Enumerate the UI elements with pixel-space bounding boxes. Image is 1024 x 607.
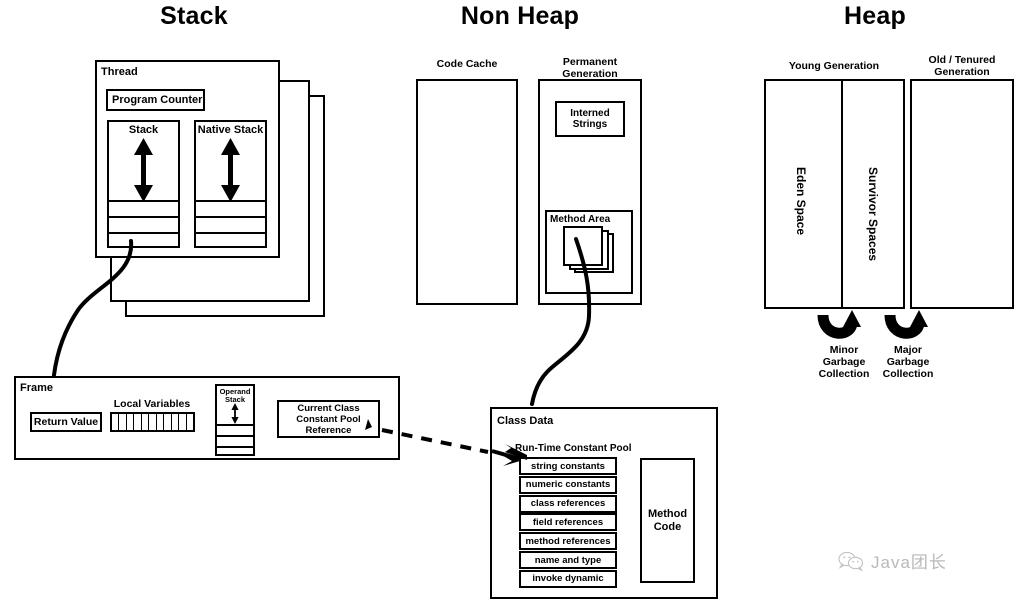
constant-pool-entry[interactable]: invoke dynamic — [519, 570, 617, 588]
section-title-non-heap: Non Heap — [430, 2, 610, 31]
local-variable-slot — [119, 414, 126, 430]
local-variable-slot — [142, 414, 149, 430]
program-counter-label: Program Counter — [112, 94, 202, 106]
local-variable-slot — [164, 414, 171, 430]
operand-stack-label: Operand Stack — [215, 386, 255, 406]
young-generation-caption: Young Generation — [772, 60, 896, 72]
code-cache-box[interactable] — [416, 79, 518, 305]
watermark: Java团长 — [838, 548, 947, 573]
method-area-label: Method Area — [550, 214, 610, 225]
local-variable-slot — [172, 414, 179, 430]
local-variable-slot — [179, 414, 186, 430]
class-data-label: Class Data — [497, 415, 553, 427]
wechat-icon — [838, 551, 864, 571]
frame-label: Frame — [20, 382, 53, 394]
minor-garbage-collection-arrow-icon — [823, 310, 861, 333]
major-garbage-collection-caption: Major Garbage Collection — [867, 344, 949, 380]
method-area-class-front — [563, 226, 603, 266]
interned-strings-label: Interned Strings — [555, 101, 625, 137]
local-variables-label: Local Variables — [108, 398, 196, 411]
local-variable-slot — [134, 414, 141, 430]
watermark-text: Java团长 — [871, 548, 947, 573]
operand-stack-slot-1 — [215, 424, 255, 426]
constant-pool-entry[interactable]: string constants — [519, 457, 617, 475]
local-variable-slot — [112, 414, 119, 430]
eden-survivor-divider — [841, 79, 843, 309]
current-class-constant-pool-reference-label: Current Class Constant Pool Reference — [277, 400, 380, 438]
local-variable-slot — [127, 414, 134, 430]
constant-pool-entry[interactable]: field references — [519, 513, 617, 531]
code-cache-caption: Code Cache — [405, 58, 529, 70]
eden-space-label: Eden Space — [794, 167, 808, 227]
run-time-constant-pool-label: Run-Time Constant Pool — [515, 443, 631, 454]
thread-stack-frame-slot-3 — [107, 232, 180, 234]
section-title-heap: Heap — [785, 2, 965, 31]
native-stack-frame-slot-3 — [194, 232, 267, 234]
constant-pool-entry[interactable]: name and type — [519, 551, 617, 569]
thread-stack-label: Stack — [107, 122, 180, 138]
local-variable-slot — [157, 414, 164, 430]
operand-stack-slot-2 — [215, 435, 255, 437]
operand-stack-slot-3 — [215, 446, 255, 448]
local-variable-slot — [149, 414, 156, 430]
constant-pool-entry[interactable]: class references — [519, 495, 617, 513]
old-generation-box[interactable] — [910, 79, 1014, 309]
young-generation-box[interactable] — [764, 79, 905, 309]
thread-label: Thread — [101, 66, 138, 78]
native-stack-label: Native Stack — [194, 122, 267, 138]
native-stack-frame-slot-1 — [194, 200, 267, 202]
permanent-generation-caption: Permanent Generation — [528, 56, 652, 80]
method-code-label: Method Code — [640, 458, 695, 583]
local-variables-slots — [110, 412, 195, 432]
old-generation-caption: Old / Tenured Generation — [900, 54, 1024, 78]
thread-stack-frame-slot-2 — [107, 216, 180, 218]
thread-stack-frame-slot-1 — [107, 200, 180, 202]
native-stack-box — [194, 120, 267, 248]
local-variable-slot — [187, 414, 193, 430]
major-garbage-collection-arrow-icon — [890, 310, 928, 333]
constant-pool-entry[interactable]: numeric constants — [519, 476, 617, 494]
constant-pool-entry[interactable]: method references — [519, 532, 617, 550]
survivor-spaces-label: Survivor Spaces — [866, 167, 880, 227]
return-value-label: Return Value — [30, 412, 102, 432]
thread-stack-box — [107, 120, 180, 248]
native-stack-frame-slot-2 — [194, 216, 267, 218]
section-title-stack: Stack — [104, 2, 284, 31]
